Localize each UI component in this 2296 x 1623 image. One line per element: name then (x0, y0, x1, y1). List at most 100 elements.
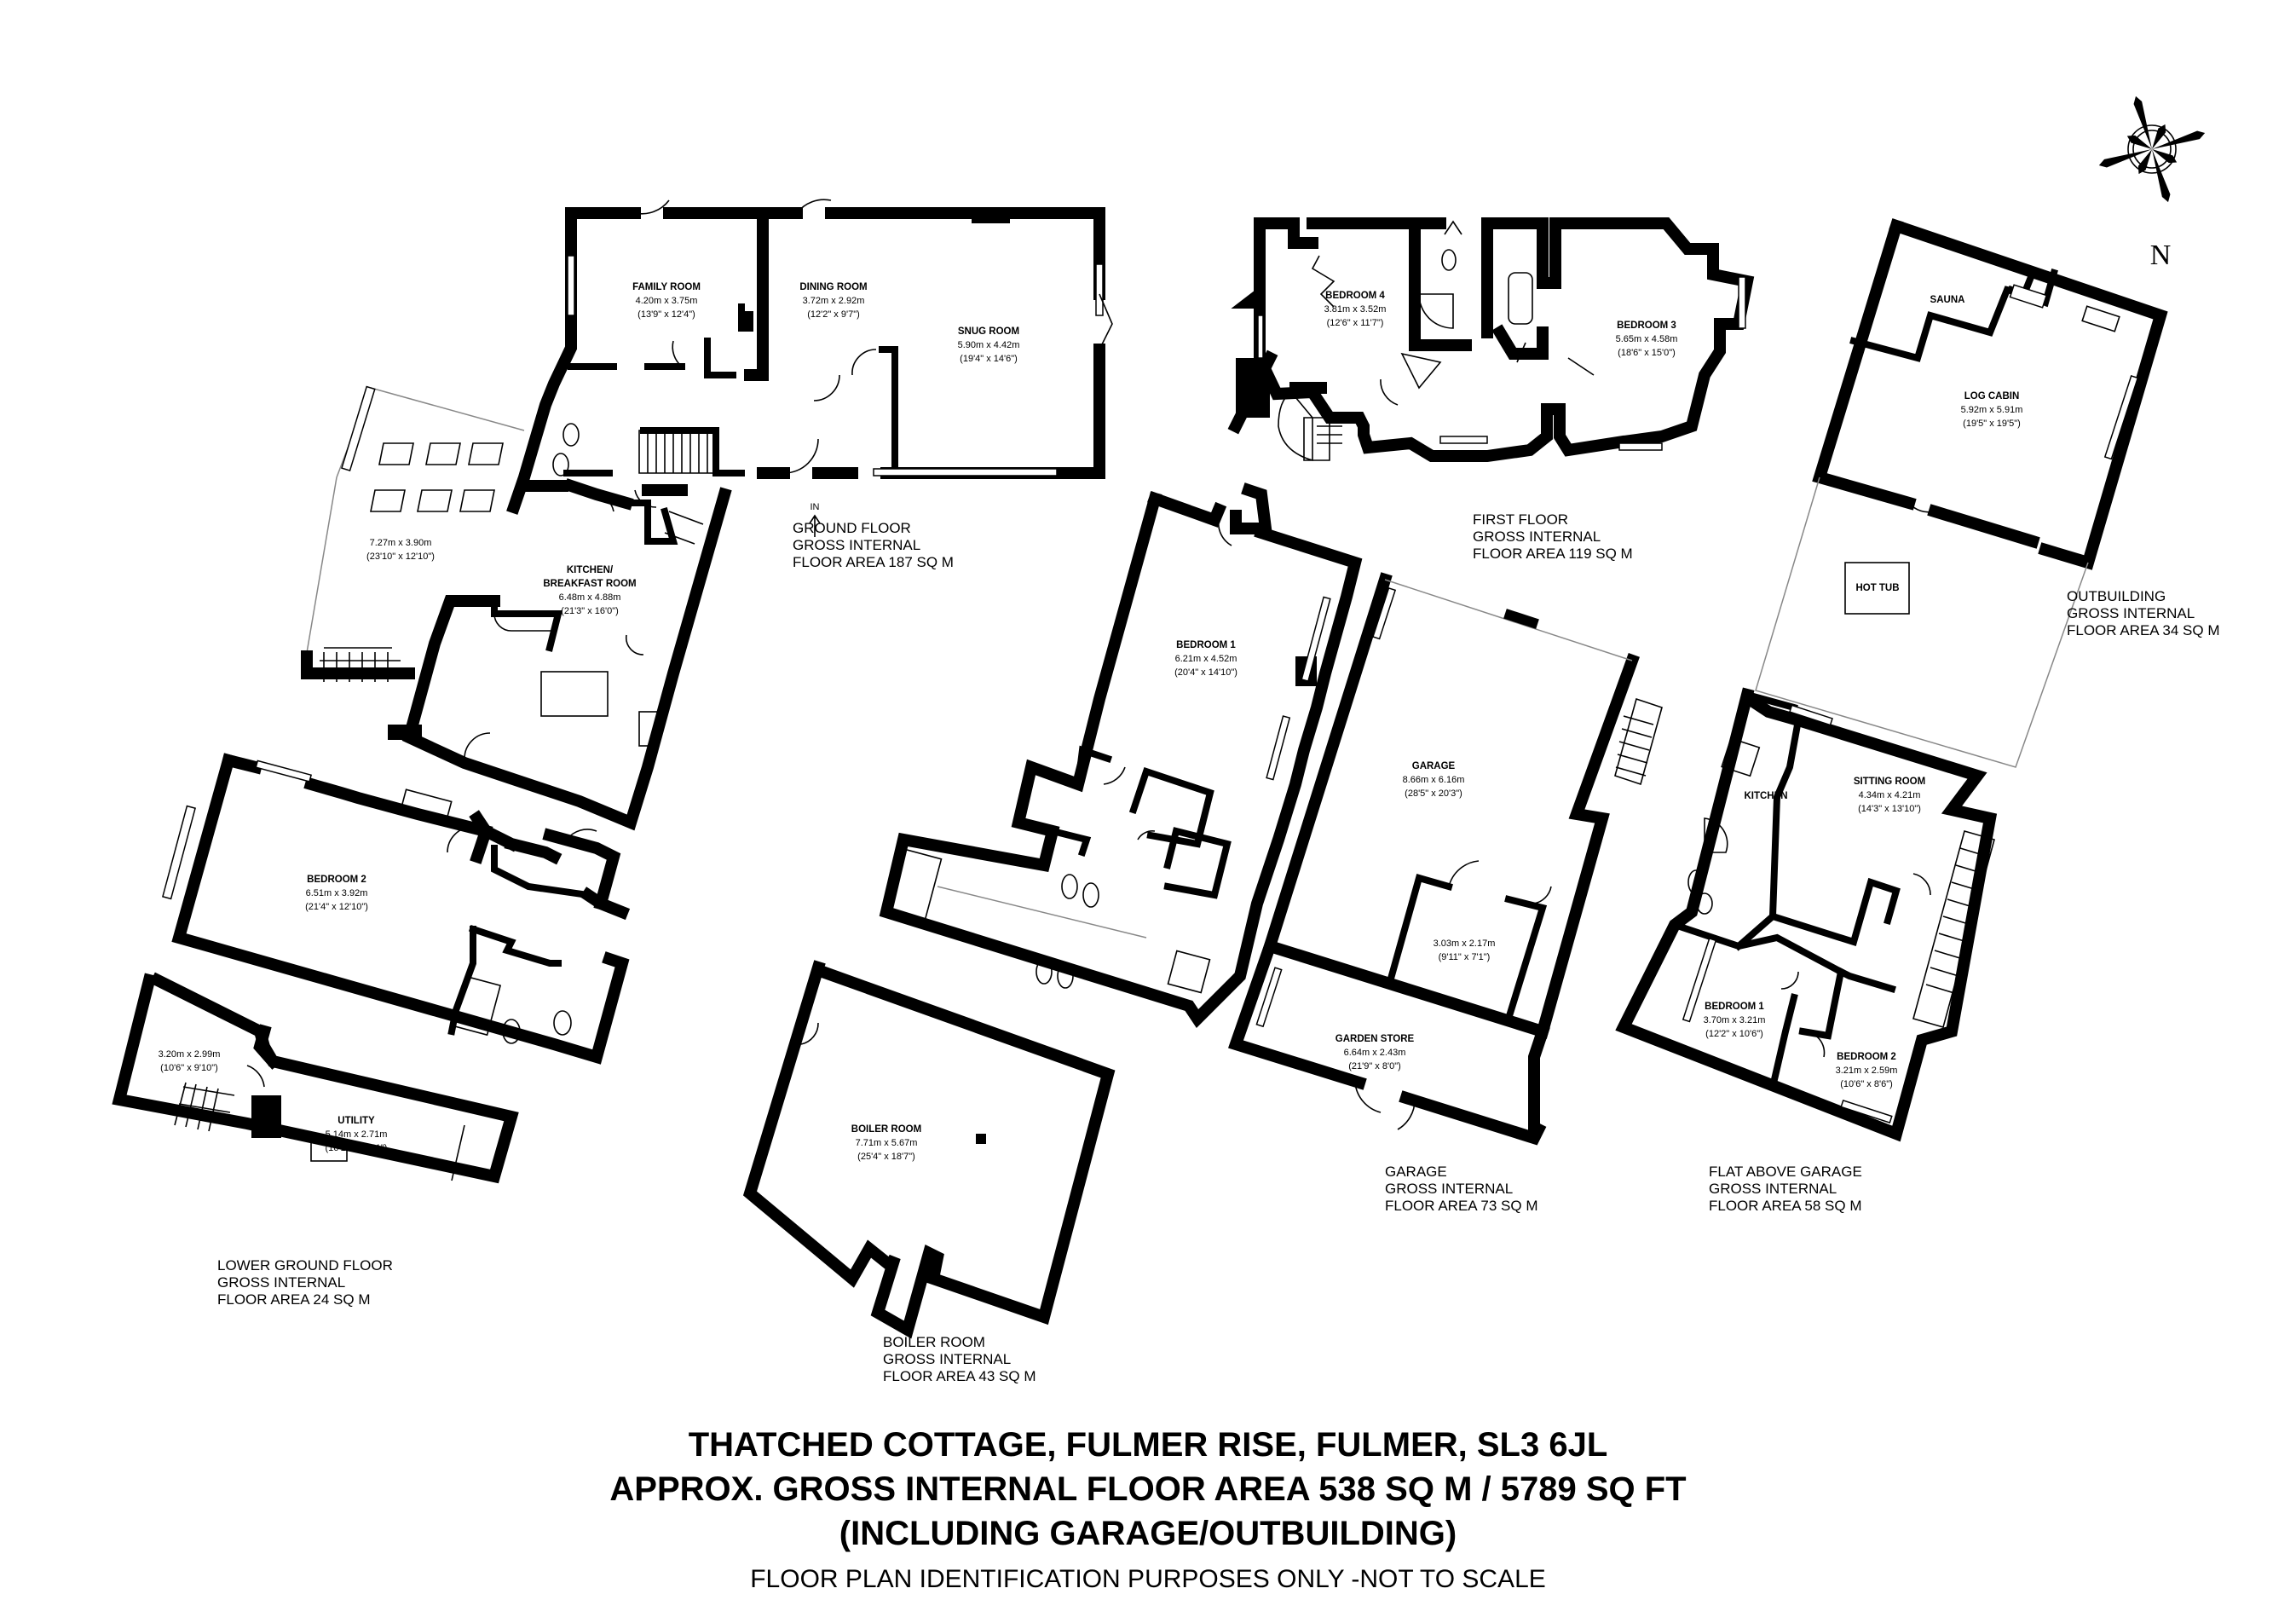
dining-room-dim-ft: (12'2" x 9'7") (807, 309, 860, 320)
title-block: THATCHED COTTAGE, FULMER RISE, FULMER, S… (609, 1426, 1686, 1593)
boiler-room-dim-m: 7.71m x 5.67m (856, 1138, 918, 1148)
garage-store-dim-m: 3.03m x 2.17m (1434, 939, 1496, 949)
flat-bedroom-1-dim-ft: (12'2" x 10'6") (1705, 1029, 1763, 1039)
conservatory-dim-ft: (23'10" x 12'10") (366, 552, 435, 562)
bedroom-3-name: BEDROOM 3 (1617, 321, 1676, 331)
boiler-room-name: BOILER ROOM (851, 1124, 921, 1135)
sauna-name: SAUNA (1930, 295, 1965, 305)
utility-name: UTILITY (337, 1116, 375, 1126)
garage-area-l2: GROSS INTERNAL (1385, 1181, 1513, 1197)
log-cabin-dim-m: 5.92m x 5.91m (1961, 405, 2023, 415)
outbuilding-area-l1: OUTBUILDING (2067, 588, 2166, 604)
flat-area-l2: GROSS INTERNAL (1709, 1181, 1837, 1197)
kitchen-dim-ft: (21'3" x 16'0") (561, 606, 619, 616)
conservatory-dim-m: 7.27m x 3.90m (370, 538, 432, 548)
ground-area-l1: GROUND FLOOR (793, 520, 911, 536)
dining-room-name: DINING ROOM (799, 282, 867, 292)
title-including: (INCLUDING GARAGE/OUTBUILDING) (839, 1515, 1457, 1552)
family-room-dim-m: 4.20m x 3.75m (636, 296, 698, 306)
sitting-room-dim-m: 4.34m x 4.21m (1859, 790, 1921, 800)
kitchen-name-1: KITCHEN/ (567, 565, 614, 575)
bedroom-3-dim-ft: (18'6" x 15'0") (1618, 348, 1676, 358)
garage-area-l3: FLOOR AREA 73 SQ M (1385, 1198, 1538, 1214)
compass-north-label: N (2150, 240, 2172, 271)
flat-bedroom-2-dim-ft: (10'6" x 8'6") (1840, 1079, 1893, 1089)
first-area-l2: GROSS INTERNAL (1473, 528, 1601, 545)
flat-kitchen-name: KITCHEN (1744, 791, 1787, 801)
sitting-room-dim-ft: (14'3" x 13'10") (1858, 804, 1921, 814)
family-room-dim-ft: (13'9" x 12'4") (637, 309, 695, 320)
outbuilding-area-l2: GROSS INTERNAL (2067, 605, 2195, 621)
snug-room-name: SNUG ROOM (958, 326, 1019, 337)
utility-dim-m: 5.14m x 2.71m (326, 1129, 388, 1140)
bedroom-1-dim-ft: (20'4" x 14'10") (1174, 667, 1237, 678)
garage-dim-ft: (28'5" x 20'3") (1405, 788, 1462, 799)
boiler-area-l1: BOILER ROOM (883, 1334, 985, 1350)
bedroom-1-dim-m: 6.21m x 4.52m (1175, 654, 1237, 664)
first-bedroom-1 (879, 482, 1363, 1028)
family-room-name: FAMILY ROOM (632, 282, 701, 292)
utility-dim-ft: (16'10" x 8'11") (326, 1143, 388, 1153)
garage-store-dim-ft: (9'11" x 7'1") (1439, 952, 1491, 962)
compass-rose: N (2098, 95, 2206, 271)
first-area-l1: FIRST FLOOR (1473, 511, 1568, 528)
kitchen-dim-m: 6.48m x 4.88m (559, 592, 621, 603)
boiler-room-dim-ft: (25'4" x 18'7") (857, 1152, 915, 1162)
first-floor (1227, 217, 1755, 462)
hot-tub-name: HOT TUB (1855, 583, 1899, 593)
boiler-area-l2: GROSS INTERNAL (883, 1351, 1011, 1367)
flat-bedroom-1-dim-m: 3.70m x 3.21m (1704, 1015, 1766, 1025)
flat-bedroom-1-name: BEDROOM 1 (1705, 1002, 1764, 1012)
garden-store-dim-m: 6.64m x 2.43m (1344, 1048, 1406, 1058)
title-disclaimer: FLOOR PLAN IDENTIFICATION PURPOSES ONLY … (750, 1565, 1546, 1593)
lower-ground-floor (112, 972, 519, 1184)
ground-bedroom-2 (162, 753, 631, 1065)
lg-room-dim-ft: (10'6" x 9'10") (160, 1063, 218, 1073)
garden-store-dim-ft: (21'9" x 8'0") (1348, 1061, 1401, 1071)
area-labels: GROUND FLOOR GROSS INTERNAL FLOOR AREA 1… (217, 511, 2220, 1384)
lower-area-l1: LOWER GROUND FLOOR (217, 1257, 393, 1274)
garage-name: GARAGE (1412, 761, 1456, 771)
garage-area-l1: GARAGE (1385, 1164, 1447, 1180)
ground-area-l2: GROSS INTERNAL (793, 537, 920, 553)
garage-dim-m: 8.66m x 6.16m (1403, 775, 1465, 785)
flat-bedroom-2-name: BEDROOM 2 (1837, 1052, 1896, 1062)
kitchen-name-2: BREAKFAST ROOM (543, 579, 636, 589)
snug-room-dim-ft: (19'4" x 14'6") (960, 354, 1018, 364)
ground-stairs (638, 430, 717, 474)
gf-bedroom-2-dim-m: 6.51m x 3.92m (306, 888, 368, 898)
lower-area-l3: FLOOR AREA 24 SQ M (217, 1291, 371, 1308)
title-address: THATCHED COTTAGE, FULMER RISE, FULMER, S… (689, 1426, 1608, 1464)
flat-area-l3: FLOOR AREA 58 SQ M (1709, 1198, 1862, 1214)
log-cabin-dim-ft: (19'5" x 19'5") (1963, 419, 2021, 429)
lower-area-l2: GROSS INTERNAL (217, 1274, 345, 1291)
gf-bedroom-2-dim-ft: (21'4" x 12'10") (305, 902, 368, 912)
roof-lights (370, 442, 504, 512)
flat-bedroom-2-dim-m: 3.21m x 2.59m (1836, 1066, 1898, 1076)
title-area: APPROX. GROSS INTERNAL FLOOR AREA 538 SQ… (609, 1470, 1686, 1508)
first-area-l3: FLOOR AREA 119 SQ M (1473, 546, 1633, 562)
bedroom-1-name: BEDROOM 1 (1176, 640, 1236, 650)
bedroom-4-name: BEDROOM 4 (1325, 291, 1385, 301)
ground-area-l3: FLOOR AREA 187 SQ M (793, 554, 954, 570)
flat-area-l1: FLAT ABOVE GARAGE (1709, 1164, 1862, 1180)
room-labels: FAMILY ROOM 4.20m x 3.75m (13'9" x 12'4"… (159, 282, 2023, 1162)
garage-plan (1228, 572, 1663, 1146)
outbuilding-plan (1755, 218, 2168, 768)
flat-plan (1615, 687, 1998, 1142)
lg-room-dim-m: 3.20m x 2.99m (159, 1049, 221, 1060)
outbuilding-area-l3: FLOOR AREA 34 SQ M (2067, 622, 2220, 638)
bedroom-4-dim-m: 3.81m x 3.52m (1324, 304, 1387, 315)
bedroom-4-dim-ft: (12'6" x 11'7") (1327, 318, 1384, 328)
garden-store-name: GARDEN STORE (1335, 1034, 1415, 1044)
sitting-room-name: SITTING ROOM (1854, 777, 1925, 787)
boiler-area-l3: FLOOR AREA 43 SQ M (883, 1368, 1036, 1384)
ground-floor (301, 199, 1113, 831)
snug-room-dim-m: 5.90m x 4.42m (958, 340, 1020, 350)
entrance-label: IN (811, 502, 820, 512)
bedroom-3-dim-m: 5.65m x 4.58m (1616, 334, 1678, 344)
dining-room-dim-m: 3.72m x 2.92m (803, 296, 865, 306)
boiler-room-plan (742, 960, 1116, 1339)
log-cabin-name: LOG CABIN (1964, 391, 2020, 401)
